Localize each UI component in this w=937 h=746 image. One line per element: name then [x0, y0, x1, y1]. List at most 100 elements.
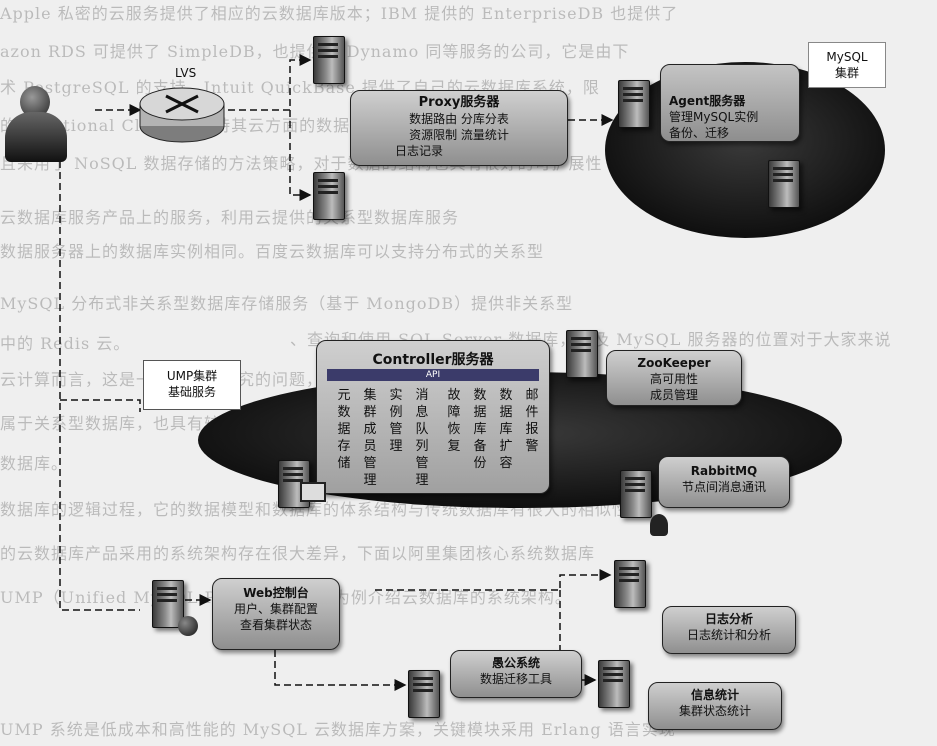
web-console-title: Web控制台 — [243, 586, 309, 600]
web-console-box: Web控制台 用户、集群配置 查看集群状态 — [212, 578, 340, 650]
agent-server-icon — [768, 160, 800, 208]
col-char: 库 — [473, 422, 487, 437]
bg-line: UMP 系统是低成本和高性能的 MySQL 云数据库方案，关键模块采用 Erla… — [0, 720, 676, 739]
col-char: 实 — [389, 388, 403, 403]
col-char: 管 — [389, 422, 403, 437]
mysql-cluster-line: MySQL — [826, 50, 868, 64]
col-char: 件 — [525, 405, 539, 420]
col-char: 存 — [337, 439, 351, 454]
controller-function-column: 元 数 据 存 储 — [335, 387, 353, 472]
migration-system-title: 愚公系统 — [491, 656, 540, 670]
col-char: 理 — [363, 473, 377, 488]
agent-line: 备份、迁移 — [669, 126, 730, 140]
col-char: 故 — [447, 388, 461, 403]
lvs-router-icon — [139, 87, 225, 143]
col-char: 恢 — [447, 422, 461, 437]
col-char: 集 — [363, 388, 377, 403]
rabbitmq-box: RabbitMQ 节点间消息通讯 — [658, 456, 790, 508]
col-char: 员 — [363, 439, 377, 454]
zookeeper-title: ZooKeeper — [637, 356, 711, 370]
col-char: 群 — [363, 405, 377, 420]
col-char: 邮 — [525, 388, 539, 403]
bg-line: 数据库。 — [0, 454, 69, 473]
info-stats-title: 信息统计 — [690, 688, 739, 702]
zookeeper-line: 高可用性 — [649, 372, 698, 386]
col-char: 障 — [447, 405, 461, 420]
bg-line: MySQL 分布式非关系型数据库存储服务（基于 MongoDB）提供非关系型 — [0, 294, 574, 313]
controller-function-column: 数 据 库 扩 容 — [497, 387, 515, 472]
col-char: 队 — [415, 422, 429, 437]
globe-icon — [178, 616, 198, 636]
lvs-label: LVS — [175, 66, 197, 80]
rabbitmq-server-icon — [620, 470, 652, 518]
mysql-cluster-line: 集群 — [834, 66, 859, 80]
col-char: 列 — [415, 439, 429, 454]
col-char: 库 — [499, 422, 513, 437]
col-char: 理 — [415, 473, 429, 488]
col-char: 备 — [473, 439, 487, 454]
info-stats-box: 信息统计 集群状态统计 — [648, 682, 782, 730]
col-char: 数 — [499, 388, 513, 403]
web-console-line: 查看集群状态 — [239, 618, 312, 632]
col-char: 报 — [525, 422, 539, 437]
col-char: 据 — [337, 422, 351, 437]
controller-function-column: 消 息 队 列 管 理 — [413, 387, 431, 489]
col-char: 元 — [337, 388, 351, 403]
zookeeper-server-icon — [566, 330, 598, 378]
controller-server-box: Controller服务器 API 元 数 据 存 储 集 群 成 员 管 理 … — [316, 340, 550, 494]
zookeeper-line: 成员管理 — [649, 388, 698, 402]
col-char: 份 — [473, 456, 487, 471]
log-analysis-server-icon — [614, 560, 646, 608]
migration-system-line: 数据迁移工具 — [479, 672, 552, 686]
log-analysis-title: 日志分析 — [704, 612, 753, 626]
rabbitmq-title: RabbitMQ — [690, 464, 758, 478]
col-char: 息 — [415, 405, 429, 420]
log-analysis-box: 日志分析 日志统计和分析 — [662, 606, 796, 654]
col-char: 管 — [363, 456, 377, 471]
migration-server-icon — [408, 670, 440, 718]
ump-cluster-line: UMP集群 — [166, 369, 218, 383]
col-char: 复 — [447, 439, 461, 454]
controller-function-column: 邮 件 报 警 — [523, 387, 541, 455]
info-stats-line: 集群状态统计 — [678, 704, 751, 718]
col-char: 据 — [473, 405, 487, 420]
controller-api-bar: API — [327, 369, 539, 381]
mysql-cluster-label: MySQL 集群 — [808, 42, 886, 88]
controller-function-column: 实 例 管 理 — [387, 387, 405, 455]
info-stats-server-icon — [598, 660, 630, 708]
monitor-icon — [300, 482, 326, 502]
proxy-server-box: Proxy服务器 数据路由 分库分表 资源限制 流量统计 日志记录 — [350, 90, 568, 166]
col-char: 扩 — [499, 439, 513, 454]
proxy-line: 数据路由 分库分表 — [409, 112, 509, 126]
col-char: 储 — [337, 456, 351, 471]
agent-server-box: Agent服务器 管理MySQL实例 备份、迁移 — [660, 64, 800, 142]
proxy-line: 日志记录 — [395, 144, 444, 158]
migration-system-box: 愚公系统 数据迁移工具 — [450, 650, 582, 698]
col-char: 容 — [499, 456, 513, 471]
log-analysis-line: 日志统计和分析 — [686, 628, 771, 642]
ump-cluster-line: 基础服务 — [167, 385, 216, 399]
controller-title: Controller服务器 — [372, 352, 494, 368]
col-char: 成 — [363, 422, 377, 437]
proxy-server-icon — [313, 36, 345, 84]
col-char: 数 — [473, 388, 487, 403]
bg-line: 数据服务器上的数据库实例相同。百度云数据库可以支持分布式的关系型 — [0, 242, 545, 261]
col-char: 消 — [415, 388, 429, 403]
ump-cluster-label: UMP集群 基础服务 — [143, 360, 241, 410]
col-char: 数 — [337, 405, 351, 420]
proxy-server-icon — [313, 172, 345, 220]
zookeeper-box: ZooKeeper 高可用性 成员管理 — [606, 350, 742, 406]
col-char: 理 — [389, 439, 403, 454]
col-char: 据 — [499, 405, 513, 420]
web-console-line: 用户、集群配置 — [233, 602, 318, 616]
controller-function-column: 数 据 库 备 份 — [471, 387, 489, 472]
proxy-line: 资源限制 流量统计 — [409, 128, 509, 142]
controller-function-column: 集 群 成 员 管 理 — [361, 387, 379, 489]
col-char: 例 — [389, 405, 403, 420]
bg-line: Apple 私密的云服务提供了相应的云数据库版本；IBM 提供的 Enterpr… — [0, 4, 679, 23]
bg-line: 中的 Redis 云。 — [0, 334, 131, 353]
agent-line: 管理MySQL实例 — [669, 110, 759, 124]
bg-line: 的云数据库产品采用的系统架构存在很大差异，下面以阿里集团核心系统数据库 — [0, 544, 596, 563]
rabbitmq-user-icon — [650, 514, 668, 536]
